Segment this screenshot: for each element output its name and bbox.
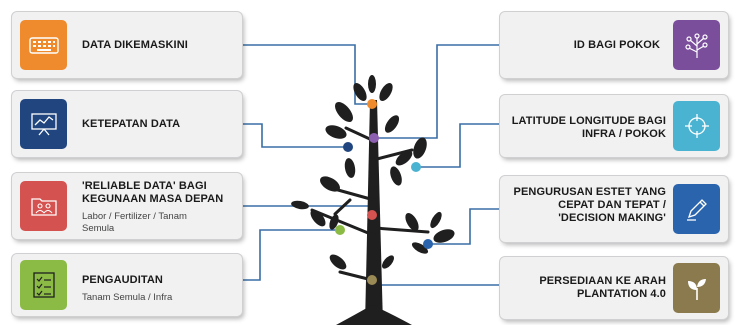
card-ketepatan-data: KETEPATAN DATA	[12, 91, 242, 157]
card-subtitle: Tanam Semula / Infra	[82, 292, 173, 303]
card-persediaan: PERSEDIAAN KE ARAH PLANTATION 4.0	[500, 257, 728, 319]
card-id-bagi-pokok: ID BAGI POKOK	[500, 12, 728, 78]
connector-ketepatan-data	[242, 123, 348, 148]
card-title: LATITUDE LONGITUDE BAGI INFRA / POKOK	[511, 115, 666, 140]
card-icon-box	[673, 184, 720, 234]
card-icon-box	[673, 263, 720, 313]
card-pengauditan: PENGAUDITAN Tanam Semula / Infra	[12, 254, 242, 316]
checklist-icon	[32, 272, 55, 298]
card-title: PENGAUDITAN	[82, 274, 163, 286]
card-data-dikemaskini: DATA DIKEMASKINI	[12, 12, 242, 78]
connector-id-bagi-pokok	[374, 44, 500, 139]
crosshair-icon	[684, 114, 709, 138]
card-icon-box	[673, 101, 720, 151]
tree-icon	[684, 33, 708, 58]
tree-roots	[336, 305, 412, 325]
card-title: DATA DIKEMASKINI	[82, 39, 188, 51]
card-icon-box	[673, 20, 720, 70]
card-icon-box	[20, 181, 67, 231]
tree	[291, 75, 455, 325]
card-reliable-data: 'RELIABLE DATA' BAGI KEGUNAAN MASA DEPAN…	[12, 173, 242, 239]
card-subtitle: Labor / Fertilizer / Tanam Semula	[82, 211, 187, 234]
connector-pengauditan	[242, 229, 338, 281]
card-icon-box	[20, 20, 67, 70]
sprout-icon	[687, 279, 706, 300]
card-title: KETEPATAN DATA	[82, 118, 181, 130]
keyboard-icon	[28, 37, 59, 54]
card-pengurusan-estet: PENGURUSAN ESTET YANG CEPAT DAN TEPAT / …	[500, 176, 728, 242]
connector-pengurusan	[428, 208, 500, 245]
presentation-chart-icon	[30, 113, 57, 136]
card-icon-box	[20, 99, 67, 149]
card-title: PERSEDIAAN KE ARAH PLANTATION 4.0	[539, 275, 666, 300]
connector-lines	[242, 44, 500, 286]
card-icon-box	[20, 260, 67, 310]
card-latitude-longitude: LATITUDE LONGITUDE BAGI INFRA / POKOK	[500, 95, 728, 157]
connector-dots	[335, 99, 433, 285]
tree-leaves	[291, 75, 455, 270]
connector-data-dikemaskini	[242, 44, 372, 105]
connector-latitude	[416, 123, 500, 168]
folder-people-icon	[30, 198, 57, 216]
card-title: ID BAGI POKOK	[573, 39, 660, 51]
pencil-icon	[686, 199, 707, 221]
card-title: PENGURUSAN ESTET YANG CEPAT DAN TEPAT / …	[513, 186, 666, 224]
card-title: 'RELIABLE DATA' BAGI KEGUNAAN MASA DEPAN	[82, 180, 224, 205]
